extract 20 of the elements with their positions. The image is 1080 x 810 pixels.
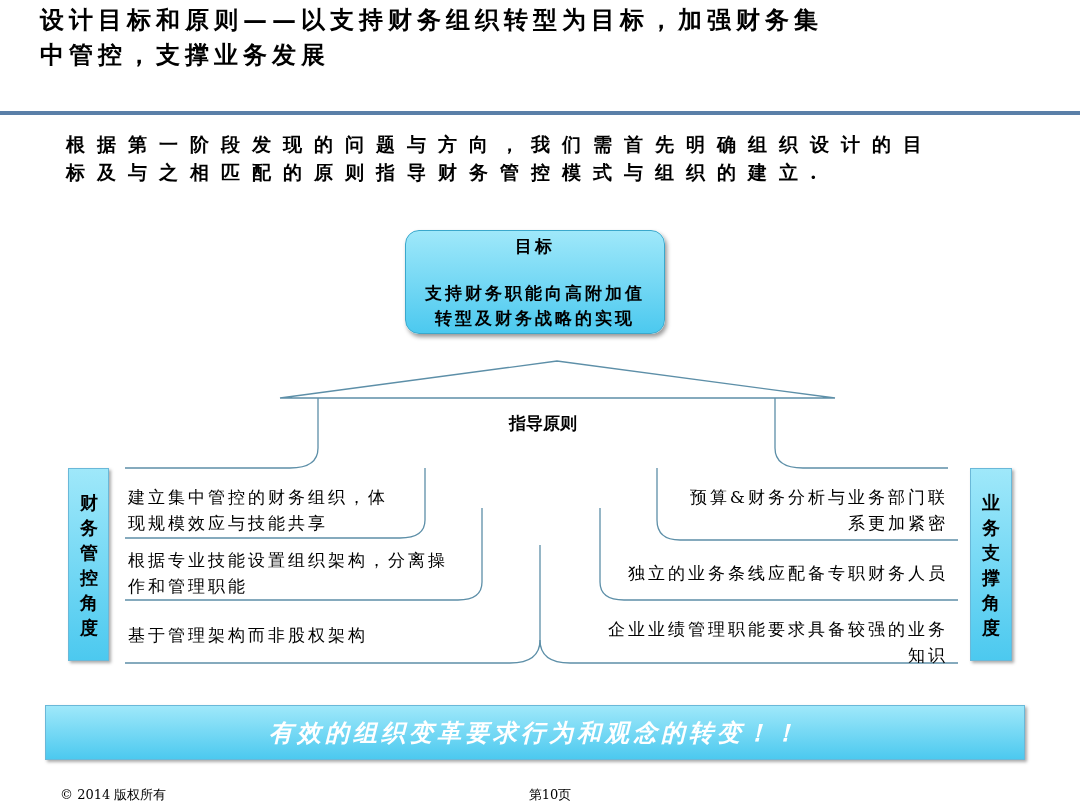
principle-text: 企业业绩管理职能要求具备较强的业务知识 <box>607 618 948 667</box>
box-text: 支持财务职能向高附加值转型及财务战略的实现 <box>424 281 646 330</box>
banner <box>45 705 1025 760</box>
principle-text: 建立集中管控的财务组织，体现规模效应与技能共享 <box>128 486 389 535</box>
side-label-box <box>68 468 109 661</box>
principle-text: 根据专业技能设置组织架构，分离操作和管理职能 <box>128 549 449 598</box>
goal-box <box>405 230 665 334</box>
principle-text: 独立的业务条线应配备专职财务人员 <box>627 562 948 585</box>
box-text: 财务管控角度 <box>78 490 99 640</box>
box-heading: 目标 <box>514 234 556 258</box>
intro-text: 根据第一阶段发现的问题与方向，我们需首先明确组织设计的目标及与之相匹配的原则指导财务管控模式与组织的建立. <box>66 132 935 185</box>
copyright-text: © 2014 版权所有 <box>60 786 168 804</box>
box-text: 业务支撑角度 <box>981 490 1001 640</box>
principle-text: 预算&财务分析与业务部门联系更加紧密 <box>688 486 948 535</box>
title: 设计目标和原则——以支持财务组织转型为目标，加强财务集中管控，支撑业务发展 <box>40 4 824 71</box>
box-text: 有效的组织变革要求行为和观念的转变！！ <box>269 716 801 749</box>
principle-text: 基于管理架构而非股权架构 <box>128 624 369 647</box>
page-number: 第10页 <box>527 786 573 804</box>
section-heading: 指导原则 <box>507 412 578 435</box>
side-label-box <box>970 468 1012 661</box>
